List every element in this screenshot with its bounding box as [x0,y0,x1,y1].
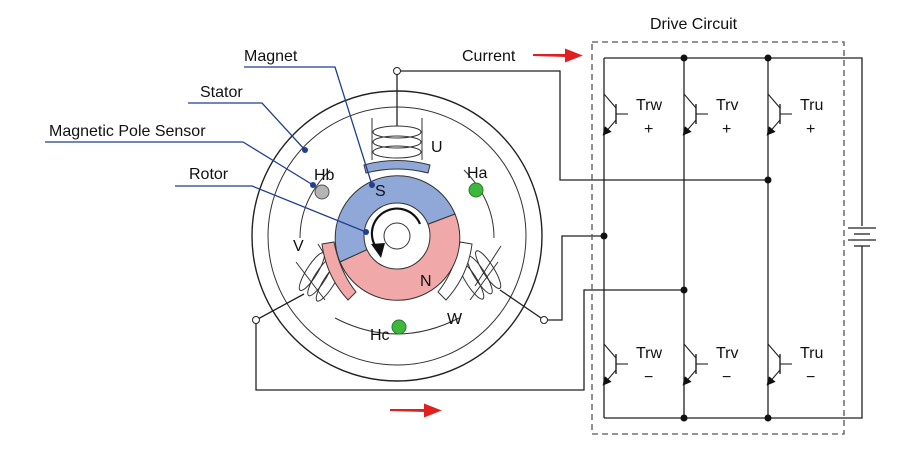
rotor-pointer-dot [363,229,369,235]
current-arrow-top-icon [532,48,583,63]
rotor-shaft [383,222,411,250]
current-label: Current [462,48,516,65]
wiring [252,67,768,391]
magnetic-pole-sensor-label: Magnetic Pole Sensor [49,123,206,140]
junction-dot [600,232,608,240]
phase-v-label: V [293,238,304,255]
junction-dot [764,54,772,62]
rotor-pole-n-label: N [420,273,432,290]
transistor-trw-plus [602,93,628,136]
wire-w [499,235,604,321]
terminal-v [252,316,260,324]
trw-plus-label: Trw [636,97,663,114]
pole-shoe-u [363,160,431,174]
sensor-ha-label: Ha [467,165,488,182]
transistor-tru-plus [766,93,792,136]
terminal-w [540,316,548,324]
junction-dot [764,414,772,422]
sensor-hc [391,319,407,335]
sensor-pointer-dot [310,182,316,188]
rotor-pole-s-label: S [375,183,386,200]
stator-tooth-u [371,118,423,160]
rotor-pointer [175,185,367,233]
transistor-tru-minus [766,343,792,386]
tru-minus-label: Tru [800,345,823,362]
drive-circuit-title: Drive Circuit [650,16,738,33]
top-rail [604,57,863,226]
junction-dot [680,54,688,62]
junction-dot [680,286,688,294]
terminal-u [393,67,401,75]
drive-circuit: Drive Circuit [591,16,876,435]
trv-plus-label: Trv [716,97,739,114]
magnet-pointer-dot [369,182,375,188]
tru-minus-sign: − [806,369,815,386]
junction-dot [764,176,772,184]
phase-u-label: U [431,139,443,156]
rotor [334,175,461,301]
drive-circuit-box [591,41,845,435]
tru-plus-sign: + [806,121,815,138]
stator-pointer [188,102,306,151]
motor: U V W S N Hb Ha Hc [251,90,543,382]
transistor-trv-minus [682,343,708,386]
current-arrow-bottom-icon [389,403,442,418]
battery-icon [848,227,876,247]
trv-minus-sign: − [722,369,731,386]
trv-minus-label: Trv [716,345,739,362]
sensor-hc-label: Hc [370,327,390,344]
transistor-trw-minus [602,343,628,386]
transistor-trv-plus [682,93,708,136]
phase-w-label: W [447,311,463,328]
trw-minus-sign: − [644,369,653,386]
tru-plus-label: Tru [800,97,823,114]
stator-pointer-dot [302,147,308,153]
wire-v [255,289,684,391]
wire-u [396,70,768,181]
rotation-arrow-head-icon [371,243,385,258]
junction-dot [680,414,688,422]
rotor-label: Rotor [189,166,229,183]
trv-plus-sign: + [722,121,731,138]
sensor-hb [314,184,330,200]
pointer-labels: Magnet Stator Magnetic Pole Sensor Rotor [45,48,375,235]
sensor-hb-label: Hb [314,167,335,184]
magnet-pointer [244,66,373,186]
coil-u [372,125,422,159]
stator-label: Stator [200,84,243,101]
sensor-ha [468,182,484,198]
bottom-rail [604,246,863,419]
sensor-pointer [45,141,314,186]
trw-plus-sign: + [644,121,653,138]
magnet-label: Magnet [244,48,298,65]
trw-minus-label: Trw [636,345,663,362]
rotation-arrow-icon [370,207,422,253]
